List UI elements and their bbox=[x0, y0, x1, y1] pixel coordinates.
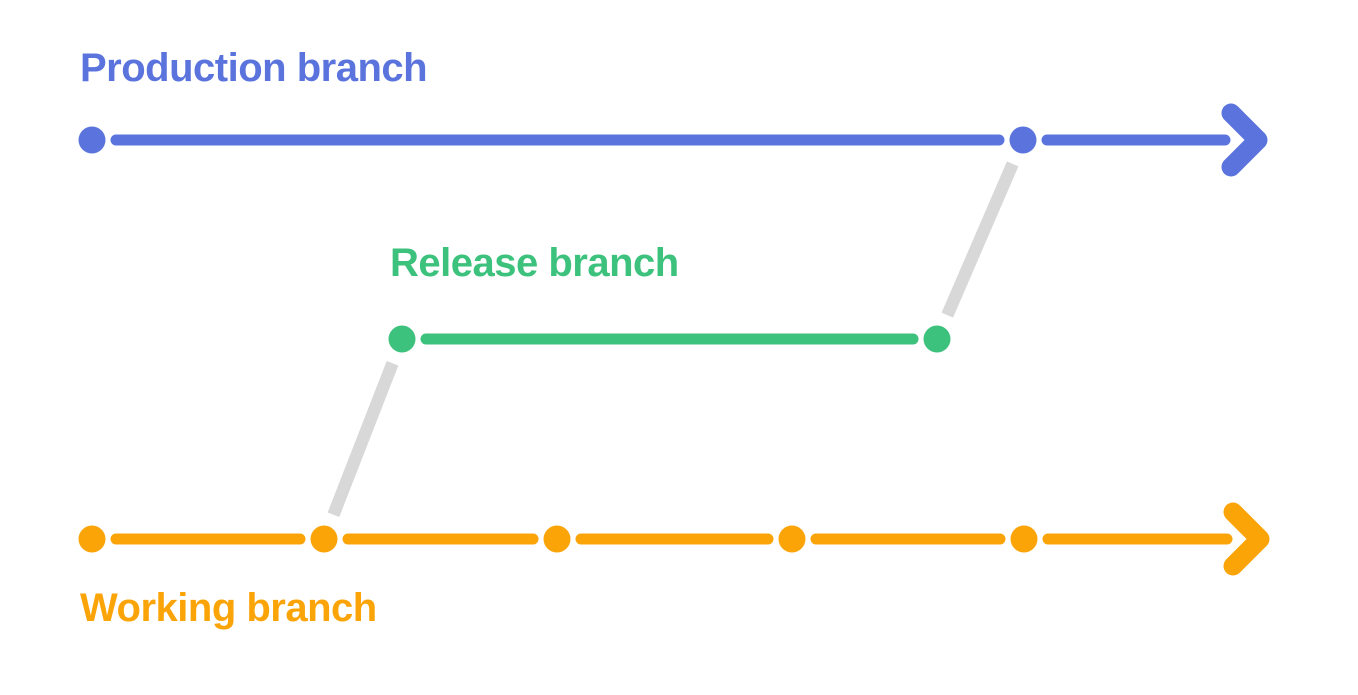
commit-node-working bbox=[1010, 525, 1038, 553]
commit-node-working bbox=[78, 525, 106, 553]
arrowhead-icon-working bbox=[1223, 502, 1270, 576]
commit-node-release bbox=[388, 325, 416, 353]
commit-node-production bbox=[1009, 126, 1037, 154]
merge-connector bbox=[941, 161, 1019, 318]
branch-label-production: Production branch bbox=[80, 46, 428, 90]
branch-off-connector bbox=[327, 360, 399, 518]
arrowhead-icon-production bbox=[1221, 103, 1268, 177]
branch-label-release: Release branch bbox=[390, 241, 679, 285]
commit-node-working bbox=[778, 525, 806, 553]
commit-node-production bbox=[78, 126, 106, 154]
branch-label-working: Working branch bbox=[80, 586, 377, 630]
commit-node-release bbox=[923, 325, 951, 353]
commit-node-working bbox=[310, 525, 338, 553]
commit-node-working bbox=[543, 525, 571, 553]
